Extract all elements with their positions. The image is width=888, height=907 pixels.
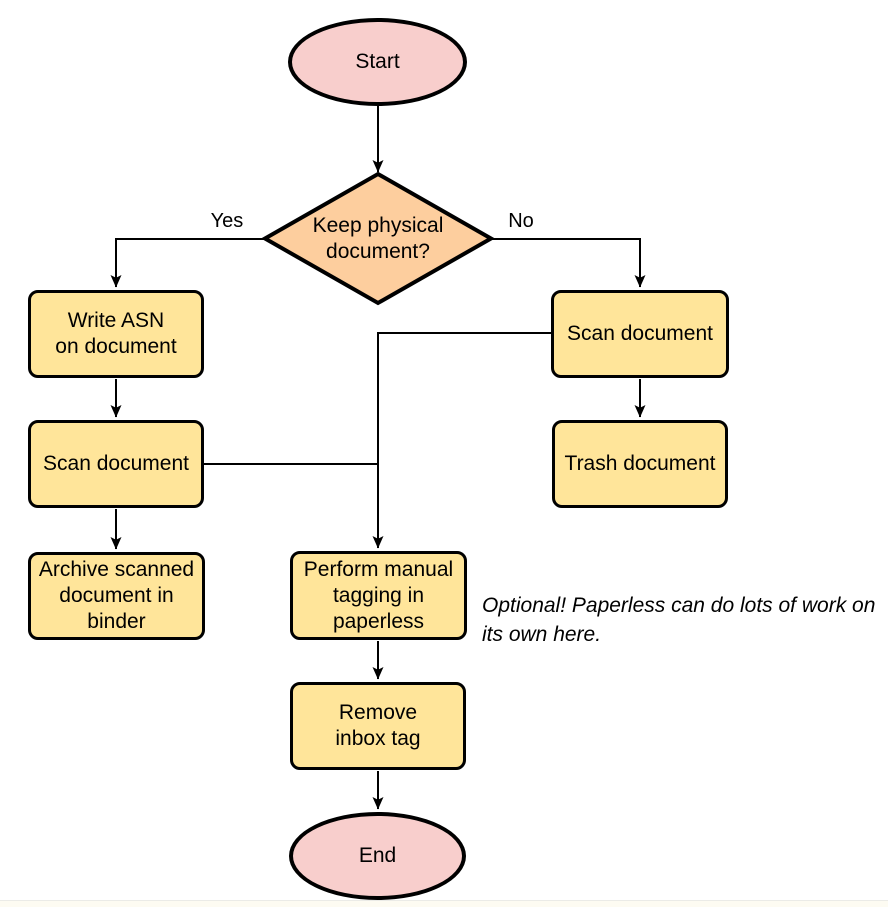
node-archive-in-binder: Archive scanned document in binder bbox=[28, 552, 205, 640]
node-scan-document-left: Scan document bbox=[28, 420, 204, 508]
decision-diamond-shape bbox=[260, 171, 496, 306]
node-trash-document: Trash document bbox=[552, 420, 728, 508]
edge-decision-no-to-scan-right bbox=[491, 238, 646, 288]
page-bottom-edge bbox=[0, 900, 888, 907]
node-remove-inbox-tag: Remove inbox tag bbox=[290, 682, 466, 770]
edge-decision-yes-to-write-asn bbox=[110, 238, 265, 288]
node-manual-tagging: Perform manual tagging in paperless bbox=[290, 551, 467, 640]
edge-label-yes: Yes bbox=[210, 210, 244, 232]
edge-label-no: No bbox=[508, 210, 534, 232]
node-write-asn: Write ASN on document bbox=[28, 290, 204, 378]
node-start: Start bbox=[288, 18, 467, 106]
annotation-note: Optional! Paperless can do lots of work … bbox=[482, 594, 876, 646]
node-scan-document-right: Scan document bbox=[551, 290, 729, 378]
node-end: End bbox=[289, 812, 466, 900]
edge-scan-right-to-tagging bbox=[372, 332, 552, 549]
node-decision-label: Keep physical document? bbox=[312, 214, 444, 263]
